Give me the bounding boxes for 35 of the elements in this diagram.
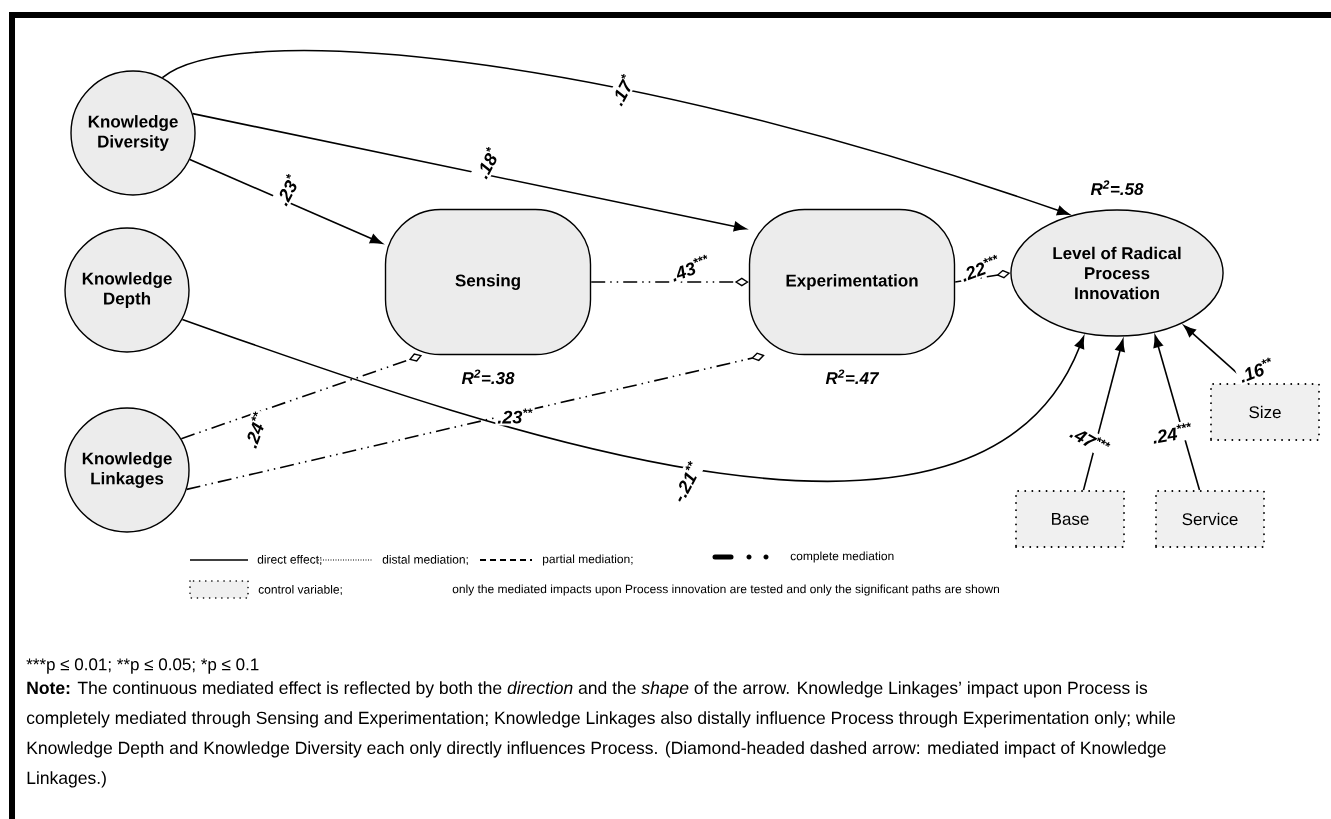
arrow <box>1082 339 1125 491</box>
control-box: Base <box>1015 490 1125 548</box>
r-squared: R$^{2}$=.58 <box>1090 180 1144 196</box>
arrow <box>1153 335 1201 491</box>
edge-label: .43$^{***}$ <box>665 251 715 285</box>
edge-label: .47$^{***}$ <box>1066 420 1114 460</box>
edge-label: .17$^{*}$ <box>605 70 639 110</box>
r-squared: R$^{2}$=.38 <box>461 369 515 385</box>
legend-text: distal mediation; <box>382 554 468 566</box>
legend-text: direct effect; <box>257 554 322 566</box>
control-box: Service <box>1155 490 1265 548</box>
note-paragraph: Note: The continuous mediated effect is reflected by both the direction and the shape of the arrow. Knowledge Linkages’ impact upon Process is completely mediated through Sensing and Experimentation; Knowledge Linkages also distally influence Process through Experimentation only; while Knowledge Depth and Knowledge Diversity each only directly influences Process. (Diamond-headed dashed arrow: mediated impact of Knowledge Linkages.) <box>26 681 1176 788</box>
edge-label: .23$^{*}$ <box>270 170 304 210</box>
edge-label: .23$^{**}$ <box>495 406 535 426</box>
edge-label: .18$^{*}$ <box>470 143 504 183</box>
arrow <box>191 112 747 232</box>
significance-note: ***p ≤ 0.01; **p ≤ 0.05; *p ≤ 0.1 <box>26 658 259 674</box>
legend-text: partial mediation; <box>543 554 633 566</box>
control-box: Size <box>1210 383 1320 441</box>
edge-label: .22$^{***}$ <box>956 251 1005 285</box>
arrow <box>189 158 383 244</box>
construct-box: Experimentation <box>748 208 956 356</box>
arrow <box>590 277 749 287</box>
edge-label: .24$^{**}$ <box>239 408 271 452</box>
r-squared: R$^{2}$=.47 <box>825 369 880 384</box>
arrow <box>181 318 1085 482</box>
arrow <box>161 50 1070 216</box>
construct-box: Sensing <box>384 208 592 356</box>
legend-text: control variable; <box>258 584 342 596</box>
arrow <box>185 352 765 491</box>
edge-label: -.21$^{**}$ <box>667 457 705 507</box>
edge-label: .24$^{***}$ <box>1148 419 1196 447</box>
legend-text: complete mediation <box>790 551 894 563</box>
legend-note: only the mediated impacts upon Process innovation are tested and only the significant paths are shown <box>452 584 999 596</box>
edge-label: .16$^{**}$ <box>1234 354 1278 386</box>
